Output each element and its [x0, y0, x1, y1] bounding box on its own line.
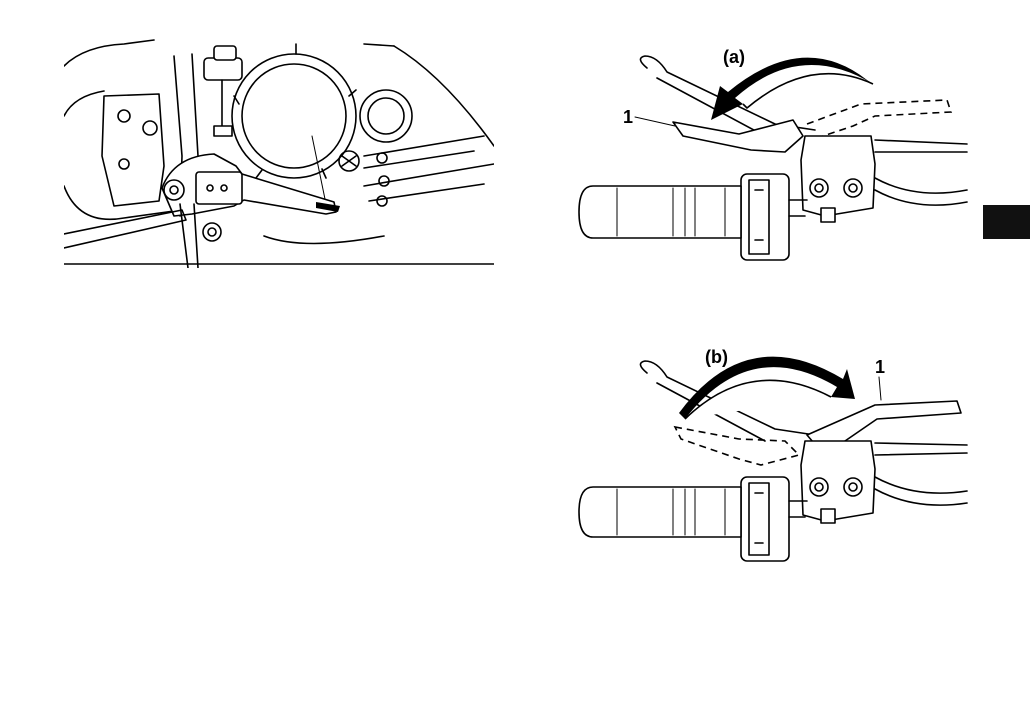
- figure-a-label: (a): [723, 47, 745, 67]
- figure-a-callout-1: 1: [623, 107, 633, 127]
- engine-shift-pedal-illustration: [64, 36, 494, 268]
- section-tab: [983, 205, 1030, 239]
- lever-figure-a: (a) 1: [575, 40, 970, 270]
- figure-b-callout-1: 1: [875, 357, 885, 377]
- lever-figure-b: (b) 1: [575, 345, 970, 575]
- figure-b-label: (b): [705, 347, 728, 367]
